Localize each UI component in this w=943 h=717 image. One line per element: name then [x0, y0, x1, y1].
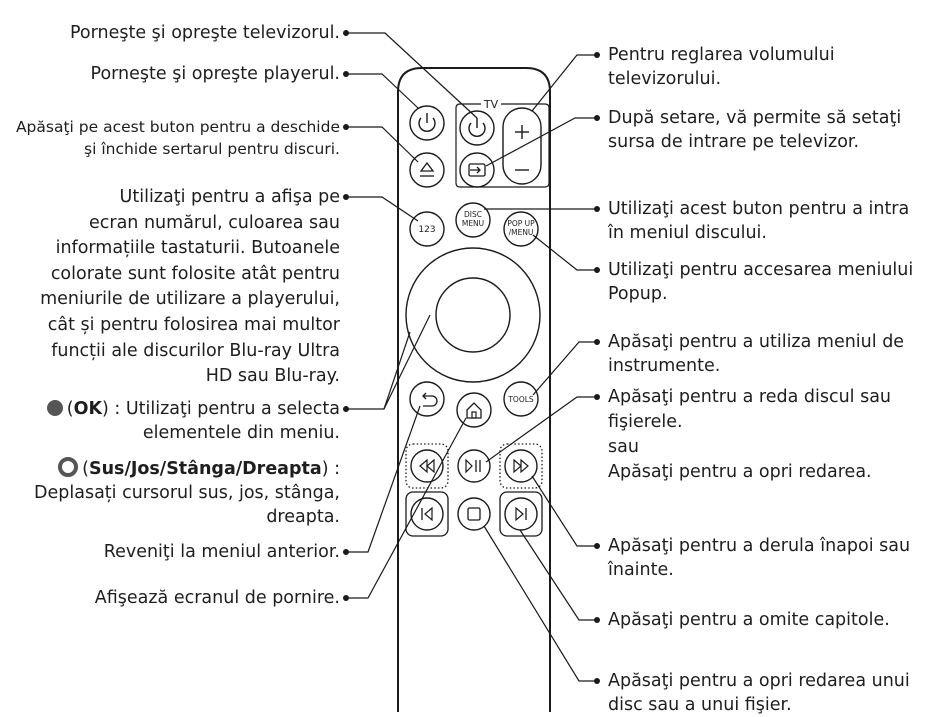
- label-navigation: (Sus/Jos/Stânga/Dreapta) : Deplasați cur…: [34, 457, 340, 529]
- tools-button[interactable]: TOOLS: [504, 382, 538, 416]
- back-button[interactable]: [410, 382, 444, 416]
- label-stop: Apăsaţi pentru a opri redarea unui disc …: [608, 669, 910, 717]
- stop-button[interactable]: [458, 498, 490, 530]
- ok-button[interactable]: [436, 278, 510, 352]
- eject-button[interactable]: [410, 153, 444, 187]
- label-disc-menu: Utilizaţi acest buton pentru a intra în …: [608, 197, 909, 245]
- label-ok: (OK) : Utilizaţi pentru a selecta elemen…: [47, 397, 340, 445]
- label-tools: Apăsaţi pentru a utiliza meniul de instr…: [608, 330, 904, 378]
- skip-back-button[interactable]: [411, 498, 443, 530]
- label-power-tv: Porneşte şi opreşte televizorul.: [70, 21, 340, 45]
- tv-power-button[interactable]: [460, 111, 494, 145]
- label-source: După setare, vă permite să setaţi sursa …: [608, 106, 901, 154]
- label-popup: Utilizaţi pentru accesarea meniului Popu…: [608, 258, 913, 306]
- popup-menu-button[interactable]: POP UP /MENU: [504, 212, 538, 246]
- rewind-button[interactable]: [411, 450, 443, 482]
- label-back: Reveniţi la meniul anterior.: [104, 540, 340, 564]
- label-home: Afişează ecranul de pornire.: [95, 586, 340, 610]
- tools-label: TOOLS: [507, 395, 534, 404]
- home-button[interactable]: [457, 393, 491, 427]
- label-number: Utilizaţi pentru a afişa pe ecran număru…: [40, 185, 340, 390]
- label-power-player: Porneşte şi opreşte playerul.: [91, 62, 340, 86]
- player-power-button[interactable]: [410, 106, 444, 140]
- label-play-pause: Apăsaţi pentru a reda discul sau fişiere…: [608, 385, 891, 485]
- leader-dots-left: [343, 30, 349, 601]
- play-pause-button[interactable]: [458, 450, 490, 482]
- label-eject: Apăsaţi pe acest buton pentru a deschide…: [16, 116, 340, 160]
- label-skip: Apăsaţi pentru a omite capitole.: [608, 608, 890, 632]
- popup-menu-label-2: /MENU: [509, 228, 534, 237]
- disc-menu-label-1: DISC: [464, 210, 482, 219]
- popup-menu-label-1: POP UP: [507, 219, 535, 228]
- tv-source-button[interactable]: [460, 153, 494, 187]
- number-button-label: 123: [418, 225, 435, 235]
- disc-menu-button[interactable]: DISC MENU: [456, 203, 490, 237]
- number-button[interactable]: 123: [410, 212, 444, 246]
- tv-label: TV: [483, 98, 499, 111]
- leader-dots-right: [594, 52, 600, 684]
- label-rewind-forward: Apăsaţi pentru a derula înapoi sau înain…: [608, 534, 910, 582]
- ok-button-icon: [47, 400, 63, 416]
- skip-forward-button[interactable]: [505, 498, 537, 530]
- navigation-ring-icon: [58, 457, 78, 477]
- disc-menu-label-2: MENU: [462, 219, 484, 228]
- label-volume: Pentru reglarea volumului televizorului.: [608, 43, 835, 91]
